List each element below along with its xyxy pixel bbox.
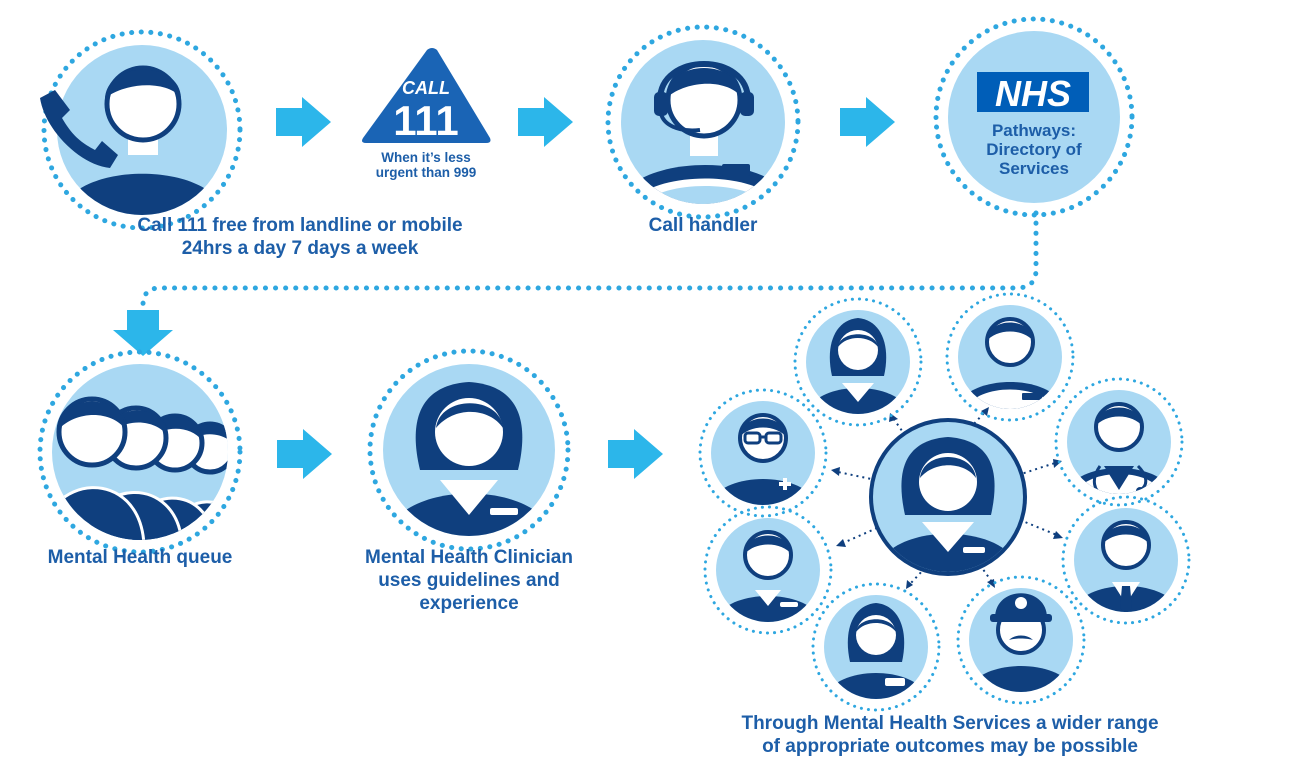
nhs-logo: NHS [933,16,1135,218]
arrow-down-icon [113,310,173,356]
queue-people-icon [37,349,243,555]
nhs-text-line: Directory of [986,140,1082,159]
outcomes-caption: Through Mental Health Services a wider r… [680,712,1220,758]
clinician-label-line: experience [419,593,519,614]
arrow-right-icon [840,97,895,147]
arrow-right-icon [276,97,331,147]
doctor-stethoscope-icon [1054,377,1184,507]
caller-phone-icon [40,29,243,231]
call111-caption-line: When it’s less [381,150,471,165]
arrow-right-icon [608,429,663,479]
nhs-text-line: Services [999,159,1069,178]
pharmacist-glasses-icon [698,388,828,518]
clinician-label: Mental Health Clinician uses guidelines … [334,546,604,615]
arrow-right-icon [518,97,573,147]
nhs-pathways-text: Pathways: Directory of Services [954,121,1114,178]
male-worker-icon [703,505,833,635]
call-badge-top: CALL [402,78,450,98]
female-professional-icon [793,297,923,427]
male-staff-icon [945,292,1075,422]
clinician-label-line: uses guidelines and [378,570,560,591]
caller-label-line: Call 111 free from landline or mobile [137,215,463,236]
call111-caption-line: urgent than 999 [375,165,477,180]
queue-label: Mental Health queue [47,547,233,568]
clinician-icon [367,348,571,552]
call-handler-headset-icon [605,24,801,220]
nhs-text-line: Pathways: [991,121,1077,140]
clinician-hub-icon [869,418,1027,576]
outcomes-caption-line: of appropriate outcomes may be possible [762,736,1138,757]
call-handler-label: Call handler [648,215,758,236]
arrow-right-icon [277,429,332,479]
businessman-tie-icon [1061,495,1191,625]
nhs-logo-text: NHS [995,73,1071,114]
clinician-label-line: Mental Health Clinician [365,547,573,568]
call-badge-number: 111 [393,97,458,144]
dotted-connector [140,210,1039,315]
call-111-triangle-icon: CALL 111 [362,48,491,144]
female-nurse-icon [811,582,941,712]
outcomes-caption-line: Through Mental Health Services a wider r… [741,713,1159,734]
caller-label-line: 24hrs a day 7 days a week [181,238,419,259]
call111-caption: When it’s less urgent than 999 [346,150,506,180]
police-officer-icon [956,575,1086,705]
caller-label: Call 111 free from landline or mobile 24… [70,214,530,260]
